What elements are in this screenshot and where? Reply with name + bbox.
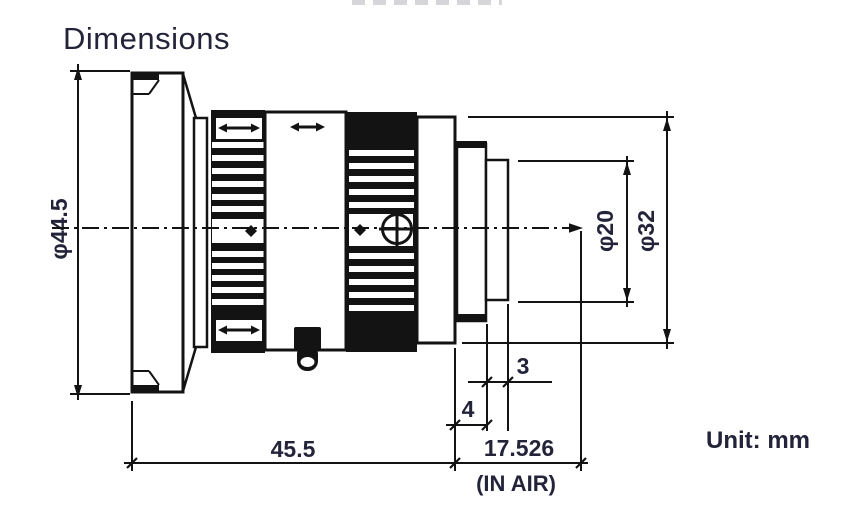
- label-body-length: 45.5: [271, 436, 316, 462]
- filter-thread-notch-bottom: [131, 370, 160, 393]
- rotate-arrow-icon: [290, 122, 325, 132]
- image-plane-arrow-icon: [569, 223, 583, 233]
- drawing-title: Dimensions: [63, 21, 230, 56]
- label-mount-diameter: φ20: [592, 210, 618, 252]
- dim-mount-diameter: φ20: [518, 156, 634, 307]
- thumbscrew: [294, 327, 321, 371]
- mount-thread: [484, 158, 510, 302]
- label-flange-back-note: (IN AIR): [476, 471, 556, 496]
- flange-ring: [455, 141, 488, 323]
- optical-centerline: [52, 223, 583, 233]
- spacer-ring: [192, 116, 209, 349]
- dim-length-baseline: 45.5 17.526 (IN AIR): [124, 231, 588, 496]
- dim-thread-length: 3: [468, 304, 552, 431]
- focus-ring: [211, 110, 265, 353]
- front-hood: [130, 71, 185, 394]
- cropped-text-remnant: [352, 0, 502, 5]
- rotate-arrow-icon: [218, 123, 260, 133]
- rotate-arrow-icon: [218, 325, 260, 335]
- dim-step-length: 4: [446, 324, 493, 431]
- taper-cone: [181, 73, 198, 392]
- unit-label: Unit: mm: [706, 427, 810, 454]
- dim-front-diameter: φ44.5: [46, 64, 130, 400]
- label-step-length: 4: [462, 396, 475, 422]
- label-flange-back: 17.526: [484, 435, 554, 461]
- rear-barrel: [415, 115, 457, 345]
- label-thread-length: 3: [517, 353, 530, 379]
- label-rear-barrel-diameter: φ32: [633, 210, 659, 252]
- filter-thread-notch-top: [131, 72, 160, 95]
- iris-ring: [346, 112, 417, 352]
- dim-rear-barrel-diameter: φ32: [462, 111, 674, 349]
- lock-ring: [263, 110, 348, 371]
